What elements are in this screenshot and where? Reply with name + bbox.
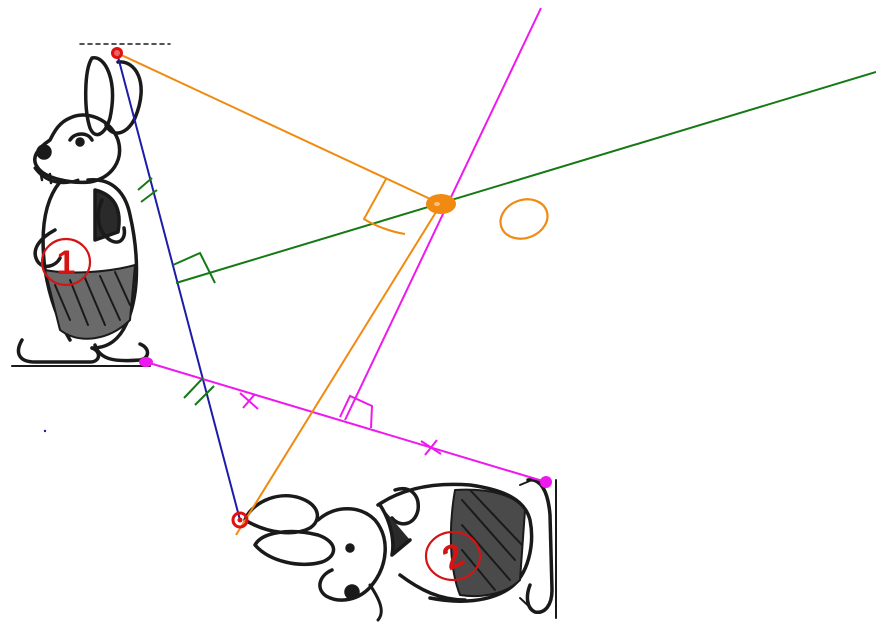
- magenta-point-right: [540, 476, 552, 488]
- magenta-point-left: [139, 357, 153, 367]
- stray-dot: [44, 430, 46, 432]
- angle-mark-orange: [364, 179, 405, 234]
- rotation-center-point: [426, 194, 456, 214]
- figure-1-label: 1: [57, 244, 76, 282]
- center-label: [495, 193, 553, 245]
- radius-orange-1: [117, 53, 441, 204]
- bisector-green: [176, 72, 876, 283]
- equal-cross-magenta-right: [421, 440, 441, 455]
- bisector-magenta: [345, 8, 541, 420]
- red-point-top: [111, 47, 123, 59]
- rabbit-figure-1: [10, 42, 170, 367]
- rabbit-figure-2: [232, 458, 562, 623]
- right-angle-mark-magenta: [340, 396, 372, 428]
